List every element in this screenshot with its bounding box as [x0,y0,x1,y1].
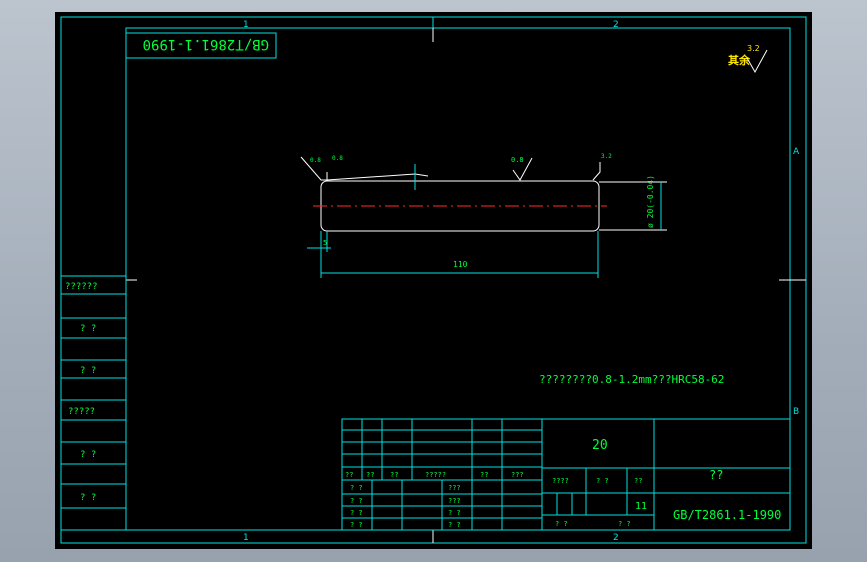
left-strip-cell-3: ????? [68,407,95,417]
drawing-sheet: 1 2 1 2 A B GB/T2861.1-1990 其余 3.2 ø 20(… [60,16,807,544]
technical-note: ????????0.8-1.2mm???HRC58-62 [539,373,724,386]
zone-label-top-2: 2 [613,20,619,30]
left-strip-cell-5: ? ? [80,493,96,503]
standard-stamp-box [125,32,277,59]
rough-left2-text: 0.8 [332,155,343,162]
left-strip-cell-0: ?????? [65,282,98,292]
roughness-label: 其余 [728,53,751,67]
length-dim-text: 110 [453,260,468,269]
rev-header-3: ????? [425,471,446,479]
roughness-symbol: 其余 3.2 [728,44,768,74]
small-dim-text: 5 [323,239,327,247]
weight-label: ? ? [596,477,609,485]
pin-part: ø 20(-0.04) 110 5 0.8 0.8 0.8 3.2 [300,153,667,278]
zone-label-top-1: 1 [243,20,249,30]
zone-label-b: B [793,407,799,417]
rough-left-text: 0.8 [310,157,321,164]
title-block: ?? ?? ?? ????? ?? ??? ? ? ? ? ? ? ? ? ??… [341,418,791,531]
standard-stamp-text: GB/T2861.1-1990 [143,36,269,52]
sign-row-3: ? ? [350,521,363,529]
part-name-text: ?? [709,468,723,482]
rev-header-0: ?? [345,471,353,479]
rough-right-text: 3.2 [601,153,612,160]
sign-col2-0: ??? [448,484,461,492]
quantity-text: 20 [592,438,608,453]
left-strip-cell-1: ? ? [80,324,96,334]
rough-top-text: 0.8 [511,156,524,164]
left-strip-cell-4: ? ? [80,450,96,460]
rev-header-2: ?? [390,471,398,479]
left-strip: ?????? ? ? ? ? ????? ? ? ? ? [60,275,127,531]
sign-row-0: ? ? [350,484,363,492]
rev-header-4: ?? [480,471,488,479]
sign-col2-1: ??? [448,497,461,505]
sign-col2-3: ? ? [448,521,461,529]
zone-label-a: A [793,147,800,157]
outer-frame [60,16,807,544]
rev-header-1: ?? [366,471,374,479]
sheet-count: 11 [635,501,647,512]
scale-label: ?? [634,477,642,485]
drawing-number: GB/T2861.1-1990 [673,508,781,522]
stage-label: ???? [552,477,569,485]
zone-label-bottom-2: 2 [613,533,619,543]
sign-row-1: ? ? [350,497,363,505]
sign-col2-2: ? ? [448,509,461,517]
roughness-value: 3.2 [747,44,760,53]
dia-dim-text: ø 20(-0.04) [646,175,655,228]
left-strip-cell-2: ? ? [80,366,96,376]
inner-frame [125,27,791,531]
rev-header-5: ??? [511,471,524,479]
drawing-canvas[interactable]: 1 2 1 2 A B GB/T2861.1-1990 其余 3.2 ø 20(… [55,12,812,549]
sheet-of: ? ? [618,520,631,528]
sign-row-2: ? ? [350,509,363,517]
zone-label-bottom-1: 1 [243,533,249,543]
sheet-label: ? ? [555,520,568,528]
